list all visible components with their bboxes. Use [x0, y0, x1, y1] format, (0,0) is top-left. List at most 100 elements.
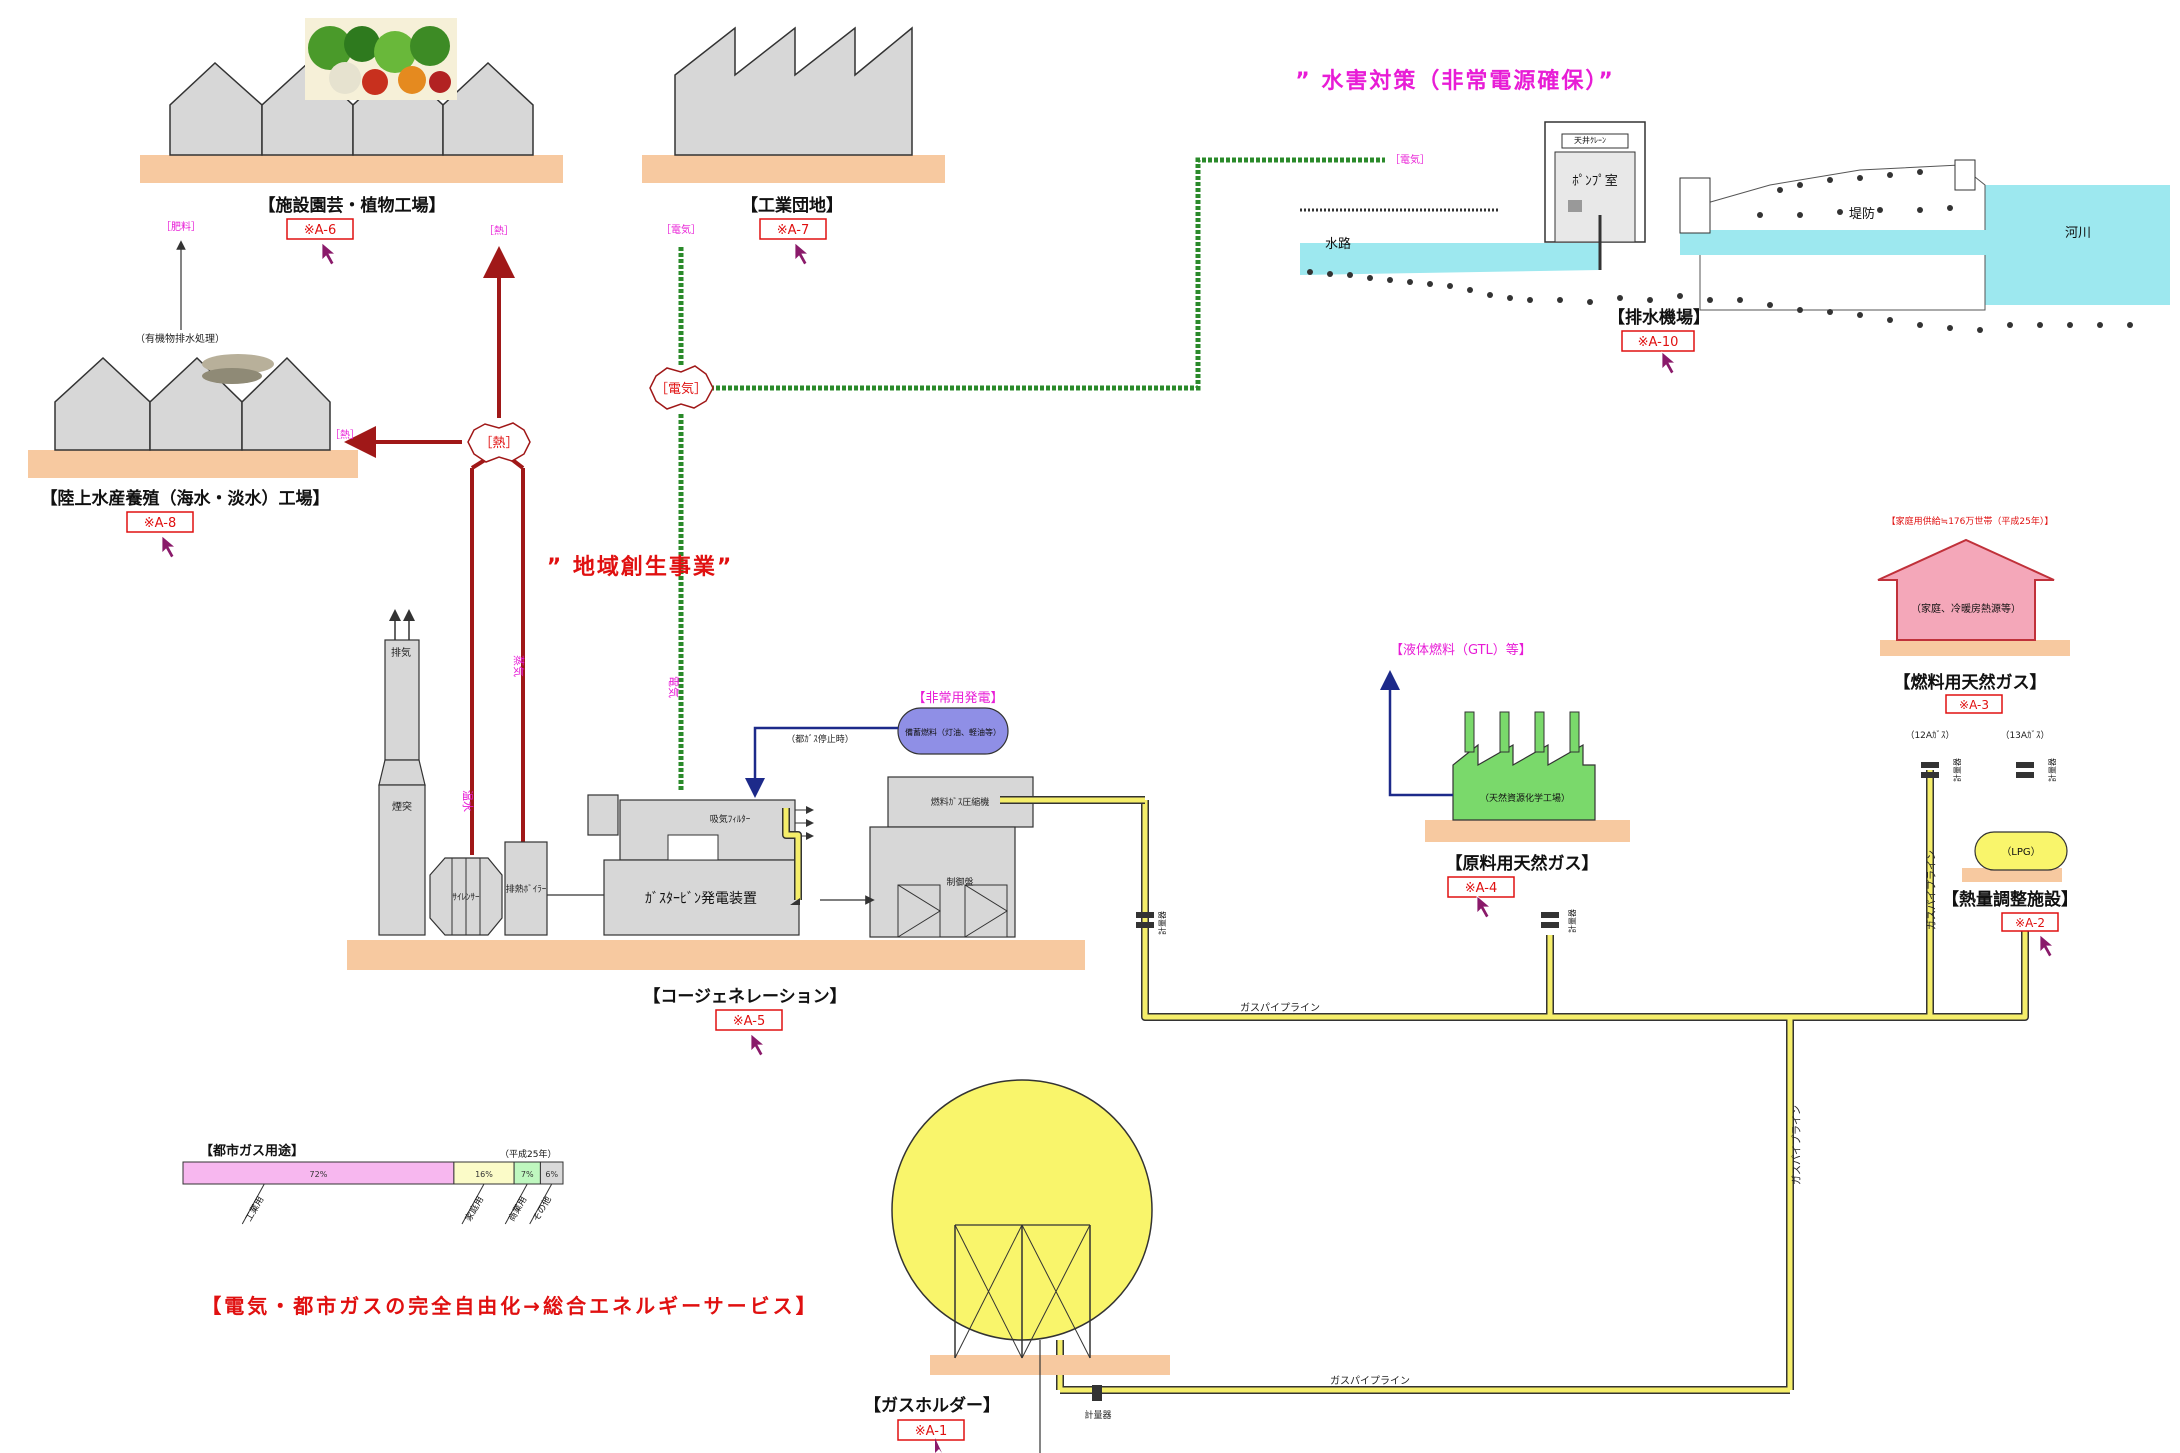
exhaust-label: 排気: [391, 646, 411, 659]
cursor-icon: [1661, 351, 1677, 375]
electric-node: [649, 365, 714, 410]
gas13a-label: （13Aｶﾞｽ）: [2000, 730, 2049, 741]
gasholder-ref-box[interactable]: [897, 1419, 965, 1441]
pump-room-label: ﾎﾟﾝﾌﾟ室: [1572, 173, 1618, 189]
fuel-gas-title: 【燃料用天然ガス】: [1894, 672, 2047, 693]
meter-icon: [1541, 912, 1559, 928]
usage-chart-title: 【都市ガス用途】: [200, 1143, 304, 1159]
tank-note: （都ｶﾞｽ停止時）: [786, 733, 854, 745]
pumping-title: 【排水機場】: [1608, 307, 1710, 328]
fuel-gas-ref[interactable]: ※A-3: [1959, 698, 1989, 712]
electric-node-label: ［電気］: [655, 381, 707, 397]
cursor-icon: [750, 1033, 766, 1057]
feedstock-gas-ref-box[interactable]: [1447, 876, 1515, 898]
meter-icon: [1921, 762, 1939, 778]
cogeneration-ref-box[interactable]: [715, 1009, 783, 1031]
pumping-ref[interactable]: ※A-10: [1638, 335, 1679, 350]
levee-label: 堤防: [1849, 206, 1875, 222]
feedstock-gas-title: 【原料用天然ガス】: [1446, 853, 1599, 874]
pipeline-label-vert2: ガスパイプライン: [1926, 850, 1938, 930]
usage-segment-value: 16%: [475, 1170, 493, 1179]
pumping-ref-box[interactable]: [1621, 330, 1695, 352]
usage-segment-leader: [504, 1183, 528, 1225]
waterway-label: 水路: [1325, 236, 1351, 252]
steam-label: 蒸気: [512, 655, 526, 677]
cursor-icon: [1476, 895, 1492, 919]
usage-segment-value: 6%: [545, 1170, 558, 1179]
meter-label-12a: 計量器: [1952, 758, 1962, 782]
pipeline-label-bottom: ガスパイプライン: [1330, 1375, 1410, 1387]
usage-segment-leader: [529, 1183, 553, 1225]
chimney-label: 煙突: [392, 800, 412, 813]
heat-tag-top: ［熱］: [484, 224, 514, 237]
household-house: [1877, 538, 2070, 656]
power-label: 電気: [667, 676, 681, 698]
feedstock-gas-ref[interactable]: ※A-4: [1465, 881, 1497, 896]
cursor-icon: [321, 242, 337, 266]
usage-segment-value: 72%: [310, 1170, 328, 1179]
industrial-title: 【工業団地】: [741, 195, 843, 216]
cogeneration-ref[interactable]: ※A-5: [733, 1014, 765, 1029]
usage-segment-name: 工業用: [242, 1194, 266, 1223]
gas-pipeline: [782, 770, 2029, 1394]
pipeline-label-top: ガスパイプライン: [1240, 1002, 1320, 1014]
regional-heading: ” 地域創生事業”: [547, 554, 734, 580]
usage-segment-name: 家庭用: [462, 1194, 486, 1223]
gas-turbine-label: ｶﾞｽﾀｰﾋﾞﾝ発電装置: [645, 891, 757, 907]
intake-filter-label: 吸気ﾌｨﾙﾀｰ: [710, 813, 751, 825]
meter-icon: [1092, 1385, 1102, 1401]
meter-label-feedstock: 計量器: [1567, 909, 1577, 933]
industrial-ref-box[interactable]: [759, 218, 827, 240]
greenhouse-ref[interactable]: ※A-6: [304, 223, 336, 238]
greenhouse-ref-box[interactable]: [286, 218, 354, 240]
calorific-ref[interactable]: ※A-2: [2015, 916, 2045, 930]
crane-label: 天井ｸﾚｰﾝ: [1574, 135, 1606, 145]
cogeneration-title: 【コージェネレーション】: [643, 986, 846, 1007]
aquaculture-note: （有機物排水処理）: [135, 332, 225, 345]
pipeline-label-vert: ガスパイプライン: [1791, 1105, 1803, 1185]
fuel-gas-ref-box[interactable]: [1945, 694, 2003, 714]
usage-segment-name: 商業用: [505, 1194, 529, 1223]
cursor-icon: [794, 242, 810, 266]
industrial-building: [642, 26, 945, 183]
fuel-tank: [745, 707, 1009, 798]
usage-segment-leader: [461, 1183, 485, 1225]
control-panel-label: 制御盤: [946, 876, 973, 888]
heat-node-label: ［熱］: [479, 436, 518, 451]
compressor-label: 燃料ｶﾞｽ圧縮機: [931, 796, 990, 808]
usage-bar: 72% 工業用 16% 家庭用 7% 商業用 6% その他: [182, 1161, 564, 1225]
electric-tag-pump: ［電気］: [1390, 153, 1430, 166]
meter-label-cogen: 計量器: [1157, 911, 1167, 935]
heat-tag-left: ［熱］: [330, 428, 360, 441]
usage-segment-leader: [241, 1183, 265, 1225]
boiler-label: 排熱ﾎﾞｲﾗｰ: [506, 883, 547, 895]
hot-water-label: 温水: [461, 790, 474, 812]
emergency-gen-tag: 【非常用発電】: [912, 691, 1003, 706]
meter-icon: [1136, 912, 1154, 928]
tank-label: 備蓄燃料（灯油、軽油等）: [905, 727, 1001, 737]
calorific-ref-box[interactable]: [2001, 912, 2059, 932]
aquaculture-ref-box[interactable]: [126, 511, 194, 533]
industrial-ref[interactable]: ※A-7: [777, 223, 809, 238]
fish-image: [202, 354, 274, 384]
gasholder-ref[interactable]: ※A-1: [915, 1424, 947, 1439]
aquaculture-title: 【陸上水産養殖（海水・淡水）工場】: [41, 488, 330, 509]
meter-label-13a: 計量器: [2047, 758, 2057, 782]
usage-chart-year: （平成25年）: [500, 1148, 556, 1160]
electric-lines: [678, 157, 1385, 790]
aquaculture-building: [28, 356, 358, 478]
flood-heading: ” 水害対策（非常電源確保）”: [1295, 68, 1615, 94]
heat-lines: [344, 246, 525, 855]
liberalization-heading: 【電気・都市ガスの完全自由化→総合エネルギーサービス】: [201, 1294, 818, 1318]
cursor-icon: [935, 1438, 942, 1453]
meter-icon: [2016, 762, 2034, 778]
fertilizer-tag: ［肥料］: [161, 220, 201, 233]
aquaculture-ref[interactable]: ※A-8: [144, 516, 176, 531]
heat-node: [467, 422, 531, 463]
usage-segment-value: 7%: [521, 1170, 534, 1179]
usage-segment-name: その他: [530, 1194, 554, 1223]
lpg-label: （LPG）: [2001, 846, 2040, 858]
calorific-title: 【熱量調整施設】: [1942, 889, 2078, 910]
greenhouse-title: 【施設園芸・植物工場】: [259, 195, 446, 216]
